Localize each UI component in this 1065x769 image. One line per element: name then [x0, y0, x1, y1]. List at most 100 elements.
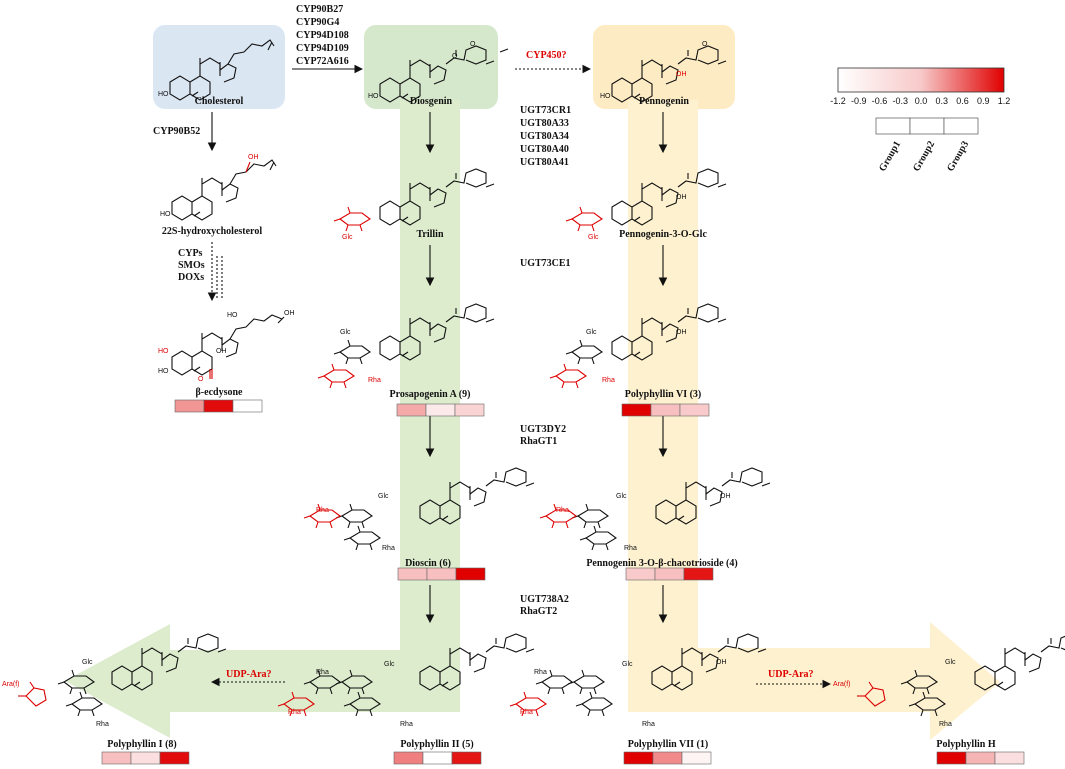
label-polyphyllin-vii: Polyphyllin VII (1)	[628, 739, 708, 750]
svg-text:CYP72A616: CYP72A616	[296, 56, 349, 67]
svg-text:UGT80A33: UGT80A33	[520, 118, 569, 129]
enzyme-ugt73ce1: UGT73CE1	[520, 258, 571, 269]
heatmap-cell-polyphyllin_i-1	[101, 751, 132, 765]
svg-text:SMOs: SMOs	[178, 260, 205, 271]
legend-tick-label: -0.3	[892, 96, 908, 106]
legend-tick-label: 0.0	[915, 96, 928, 106]
heatmap-cell-chacotrioside-3	[683, 567, 714, 581]
heatmap-cell-ecdysone-2	[203, 399, 234, 413]
legend-group-label-3: Group3	[945, 139, 971, 173]
svg-text:Ara(f): Ara(f)	[833, 681, 851, 688]
heatmap-cell-polyphyllin_vi-1	[621, 403, 652, 417]
cholesterol-structure: HO	[158, 39, 275, 101]
heatmap-cell-polyphyllin_i-3	[159, 751, 190, 765]
svg-text:UGT80A41: UGT80A41	[520, 157, 569, 168]
heatmap-cell-polyphyllin_vii-2	[652, 751, 683, 765]
svg-text:CYP90G4: CYP90G4	[296, 17, 339, 28]
legend-group-2	[909, 117, 945, 135]
prosapogenin-structure: Glc Rha	[317, 303, 495, 389]
legend-tick-label: -1.2	[830, 96, 846, 106]
label-pennogenin: Pennogenin	[639, 96, 689, 107]
svg-text:HO: HO	[368, 93, 379, 100]
heatmap-cell-prosapogenin-3	[454, 403, 485, 417]
svg-text:Rha: Rha	[556, 507, 569, 514]
enzyme-cyp90b52: CYP90B52	[153, 126, 200, 137]
heatmap-cell-polyphyllin_vi-3	[679, 403, 710, 417]
heatmap-cell-chacotrioside-2	[654, 567, 685, 581]
chacotrioside-structure: Glc Rha Rha OH	[539, 467, 771, 552]
heatmap-cell-prosapogenin-1	[396, 403, 427, 417]
label-chacotrioside: Pennogenin 3-O-β-chacotrioside (4)	[586, 558, 737, 569]
heatmap-cell-polyphyllin_h-2	[965, 751, 996, 765]
svg-text:HO: HO	[160, 211, 171, 218]
heatmap-cell-polyphyllin_ii-2	[422, 751, 453, 765]
svg-text:OH: OH	[676, 194, 687, 201]
polyphyllin-ii-structure: Glc Rha Rha Rha	[277, 633, 535, 728]
cholesterol-box	[153, 25, 285, 109]
svg-text:HO: HO	[227, 312, 238, 319]
heatmap-cell-polyphyllin_vii-1	[623, 751, 654, 765]
svg-text:HO: HO	[158, 348, 169, 355]
label-polyphyllin-vi: Polyphyllin VI (3)	[625, 389, 702, 400]
heatmap-cell-ecdysone-3	[232, 399, 263, 413]
svg-text:CYP94D108: CYP94D108	[296, 30, 349, 41]
legend-group-label-2: Group2	[911, 139, 937, 173]
atom-ho: HO	[158, 91, 169, 98]
heatmap-cell-polyphyllin_i-2	[130, 751, 161, 765]
svg-text:UGT80A40: UGT80A40	[520, 144, 569, 155]
svg-text:Glc: Glc	[340, 329, 351, 336]
label-polyphyllin-ii: Polyphyllin II (5)	[400, 739, 473, 750]
svg-text:OH: OH	[248, 154, 259, 161]
svg-text:CYP90B27: CYP90B27	[296, 4, 343, 15]
ecdysone-structure: HO HO O OH HO OH	[158, 310, 295, 383]
heatmap-cell-polyphyllin_ii-3	[451, 751, 482, 765]
heatmap-cell-chacotrioside-1	[625, 567, 656, 581]
enzymes-cyps: CYPs SMOs DOXs	[178, 248, 205, 283]
dioscin-structure: Glc Rha Rha	[303, 467, 535, 552]
enzymes-step1: CYP90B27 CYP90G4 CYP94D108 CYP94D109 CYP…	[296, 4, 349, 67]
svg-text:Glc: Glc	[82, 659, 93, 666]
svg-text:UGT738A2: UGT738A2	[520, 594, 569, 605]
svg-text:RhaGT2: RhaGT2	[520, 606, 557, 617]
svg-text:HO: HO	[600, 93, 611, 100]
svg-text:UGT73CR1: UGT73CR1	[520, 105, 571, 116]
label-cholesterol: Cholesterol	[195, 96, 244, 107]
svg-text:Glc: Glc	[945, 659, 956, 666]
svg-text:Rha: Rha	[624, 545, 637, 552]
heatmap-cell-prosapogenin-2	[425, 403, 456, 417]
label-pennogenin-glc: Pennogenin-3-O-Glc	[619, 229, 707, 240]
enzyme-cyp450: CYP450?	[526, 50, 567, 61]
polyphyllin-h-structure: Glc Ara(f) Rha	[833, 633, 1065, 728]
heatmap-cell-dioscin-3	[455, 567, 486, 581]
svg-text:Rha: Rha	[400, 721, 413, 728]
svg-text:O: O	[470, 41, 476, 48]
svg-text:HO: HO	[158, 368, 169, 375]
polyphyllin-i-structure: Glc Ara(f) Rha	[2, 633, 227, 728]
udp-ara-left: UDP-Ara?	[226, 669, 272, 680]
legend-tick-label: 0.3	[935, 96, 948, 106]
legend-group-3	[943, 117, 979, 135]
svg-text:O: O	[198, 376, 204, 383]
diosgenin-structure: HO O O	[368, 41, 509, 103]
svg-text:UGT3DY2: UGT3DY2	[520, 424, 566, 435]
svg-text:DOXs: DOXs	[178, 272, 204, 283]
udp-ara-right: UDP-Ara?	[768, 669, 814, 680]
pennogenin-glc-structure: Glc OH	[565, 168, 727, 241]
svg-text:Rha: Rha	[316, 669, 329, 676]
svg-text:Rha: Rha	[534, 669, 547, 676]
svg-text:OH: OH	[720, 493, 731, 500]
label-dioscin: Dioscin (6)	[405, 558, 451, 569]
svg-text:Glc: Glc	[616, 493, 627, 500]
svg-text:Glc: Glc	[378, 493, 389, 500]
svg-text:Rha: Rha	[642, 721, 655, 728]
svg-text:OH: OH	[284, 310, 295, 317]
svg-text:Rha: Rha	[939, 721, 952, 728]
heatmap-cell-polyphyllin_vi-2	[650, 403, 681, 417]
heatmap-cell-dioscin-2	[426, 567, 457, 581]
legend-tick-label: -0.9	[851, 96, 867, 106]
heatmap-cell-ecdysone-1	[174, 399, 205, 413]
svg-text:CYPs: CYPs	[178, 248, 203, 259]
polyphyllin-vi-structure: Glc Rha OH	[549, 303, 727, 389]
